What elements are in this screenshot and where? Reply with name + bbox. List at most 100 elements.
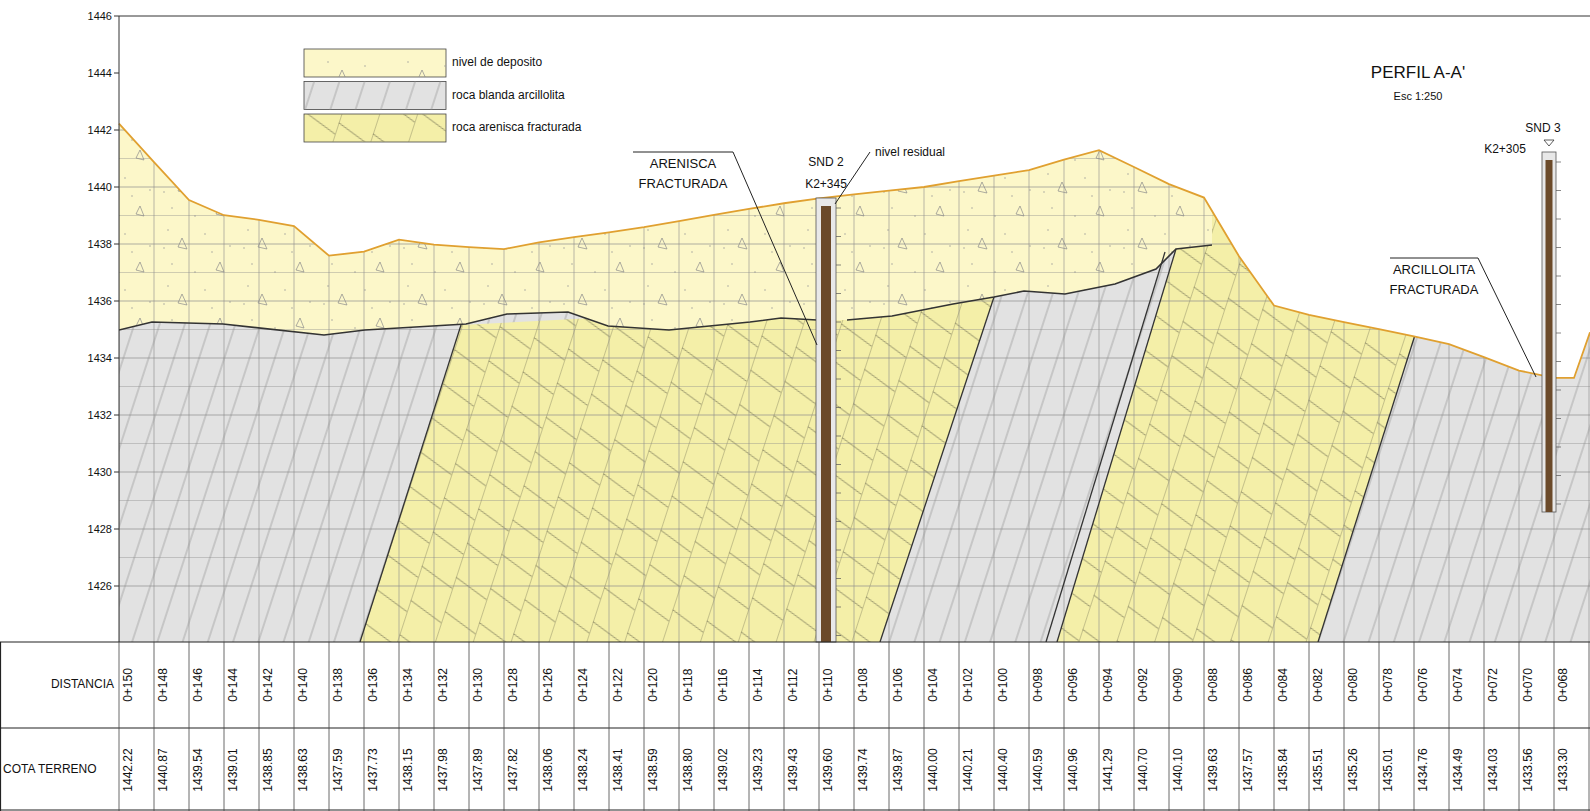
borehole-tick bbox=[1556, 447, 1561, 448]
grid-line bbox=[1064, 0, 1065, 642]
distance-cell: 0+114 bbox=[752, 669, 766, 702]
ground-elevation-cell: 1440.96 bbox=[1067, 748, 1081, 791]
distance-cell: 0+102 bbox=[962, 668, 976, 702]
deposit-contact bbox=[119, 312, 817, 335]
borehole-tick bbox=[1556, 333, 1561, 334]
grid-line bbox=[1589, 0, 1590, 642]
water-level-callout: nivel residual bbox=[875, 146, 945, 160]
grid-line bbox=[119, 586, 1590, 587]
borehole-tick bbox=[1556, 504, 1561, 505]
ground-elevation-cell: 1438.63 bbox=[297, 748, 311, 791]
borehole-tick bbox=[836, 493, 841, 494]
ground-elevation-cell: 1433.56 bbox=[1522, 748, 1536, 791]
distance-cell: 0+084 bbox=[1277, 668, 1291, 702]
distance-cell: 0+090 bbox=[1172, 668, 1186, 702]
ground-elevation-cell: 1439.01 bbox=[227, 748, 241, 791]
ground-elevation-cell: 1439.60 bbox=[822, 748, 836, 791]
legend-swatch-hatch bbox=[304, 82, 446, 110]
grid-line bbox=[1484, 0, 1485, 642]
sandstone-band bbox=[360, 297, 994, 642]
borehole-tick bbox=[1556, 361, 1561, 362]
grid-line bbox=[1134, 0, 1135, 642]
distance-cell: 0+096 bbox=[1067, 668, 1081, 702]
axis-tick bbox=[114, 16, 119, 17]
ground-elevation-cell: 1437.59 bbox=[332, 748, 346, 791]
contact-boundary bbox=[360, 325, 461, 642]
distance-cell: 0+074 bbox=[1452, 668, 1466, 702]
borehole-core bbox=[821, 206, 831, 642]
grid-line bbox=[574, 0, 575, 642]
ground-elevation-cell: 1440.00 bbox=[927, 748, 941, 791]
axis-tick bbox=[114, 529, 119, 530]
elevation-axis-label: 1442 bbox=[88, 124, 112, 137]
table-header: DISTANCIA bbox=[51, 678, 114, 692]
ground-elevation-cell: 1438.41 bbox=[612, 748, 626, 791]
distance-cell: 0+076 bbox=[1417, 668, 1431, 702]
ground-elevation-cell: 1442.22 bbox=[122, 748, 136, 791]
grid-line bbox=[119, 244, 1590, 245]
grid-line bbox=[1344, 0, 1345, 642]
distance-cell: 0+100 bbox=[997, 668, 1011, 702]
distance-cell: 0+144 bbox=[227, 668, 241, 702]
grid-line bbox=[119, 329, 1590, 330]
grid-line bbox=[224, 0, 225, 642]
distance-cell: 0+070 bbox=[1522, 668, 1536, 702]
axis-tick bbox=[114, 187, 119, 188]
scale-note: Esc 1:250 bbox=[1394, 90, 1443, 103]
grid-line bbox=[784, 0, 785, 642]
distance-cell: 0+092 bbox=[1137, 668, 1151, 702]
borehole-name: SND 2 bbox=[808, 156, 843, 170]
distance-cell: 0+110 bbox=[822, 669, 836, 702]
borehole-tick bbox=[836, 635, 841, 636]
deposit-contact bbox=[847, 245, 1212, 320]
elevation-axis-label: 1428 bbox=[88, 523, 112, 536]
ground-elevation-cell: 1435.84 bbox=[1277, 748, 1291, 791]
frame-line bbox=[119, 16, 1590, 17]
ground-elevation-cell: 1439.23 bbox=[752, 748, 766, 791]
ground-elevation-cell: 1440.70 bbox=[1137, 748, 1151, 791]
grid-line bbox=[119, 158, 1590, 159]
ground-elevation-cell: 1438.24 bbox=[577, 748, 591, 791]
contact-boundary bbox=[1318, 335, 1415, 642]
elevation-axis-label: 1434 bbox=[88, 352, 112, 365]
distance-cell: 0+134 bbox=[402, 668, 416, 702]
borehole-tick bbox=[1556, 219, 1561, 220]
elevation-axis-label: 1430 bbox=[88, 466, 112, 479]
grid-line bbox=[119, 358, 1590, 359]
distance-cell: 0+088 bbox=[1207, 668, 1221, 702]
ground-elevation-cell: 1434.76 bbox=[1417, 748, 1431, 791]
grid-line bbox=[154, 0, 155, 642]
grid-line bbox=[1239, 0, 1240, 642]
borehole-tick bbox=[836, 322, 841, 323]
distance-cell: 0+148 bbox=[157, 668, 171, 702]
grid-line bbox=[959, 0, 960, 642]
borehole-tick bbox=[1556, 162, 1561, 163]
grid-line bbox=[924, 0, 925, 642]
grid-line bbox=[119, 500, 1590, 501]
profile-table bbox=[0, 642, 1590, 811]
borehole-tick bbox=[1556, 304, 1561, 305]
borehole-tick bbox=[836, 521, 841, 522]
ground-elevation-cell: 1438.80 bbox=[682, 748, 696, 791]
elevation-axis-label: 1426 bbox=[88, 580, 112, 593]
grid-line bbox=[119, 415, 1590, 416]
distance-cell: 0+112 bbox=[787, 669, 801, 702]
borehole-tick bbox=[836, 265, 841, 266]
grid-line bbox=[119, 44, 1590, 45]
distance-cell: 0+094 bbox=[1102, 668, 1116, 702]
grid-line bbox=[889, 0, 890, 642]
ground-elevation-cell: 1433.30 bbox=[1557, 748, 1571, 791]
deposit-layer bbox=[119, 0, 1212, 335]
legend-text: roca arenisca fracturada bbox=[452, 121, 581, 135]
distance-cell: 0+130 bbox=[472, 668, 486, 702]
elevation-axis-label: 1438 bbox=[88, 238, 112, 251]
ground-elevation-cell: 1439.63 bbox=[1207, 748, 1221, 791]
borehole-tick bbox=[836, 578, 841, 579]
ground-elevation-cell: 1437.82 bbox=[507, 748, 521, 791]
distance-cell: 0+080 bbox=[1347, 668, 1361, 702]
distance-cell: 0+120 bbox=[647, 668, 661, 702]
grid-line bbox=[119, 272, 1590, 273]
grid-line bbox=[119, 472, 1590, 473]
claystone-rock bbox=[119, 0, 1590, 642]
ground-elevation-cell: 1438.06 bbox=[542, 748, 556, 791]
